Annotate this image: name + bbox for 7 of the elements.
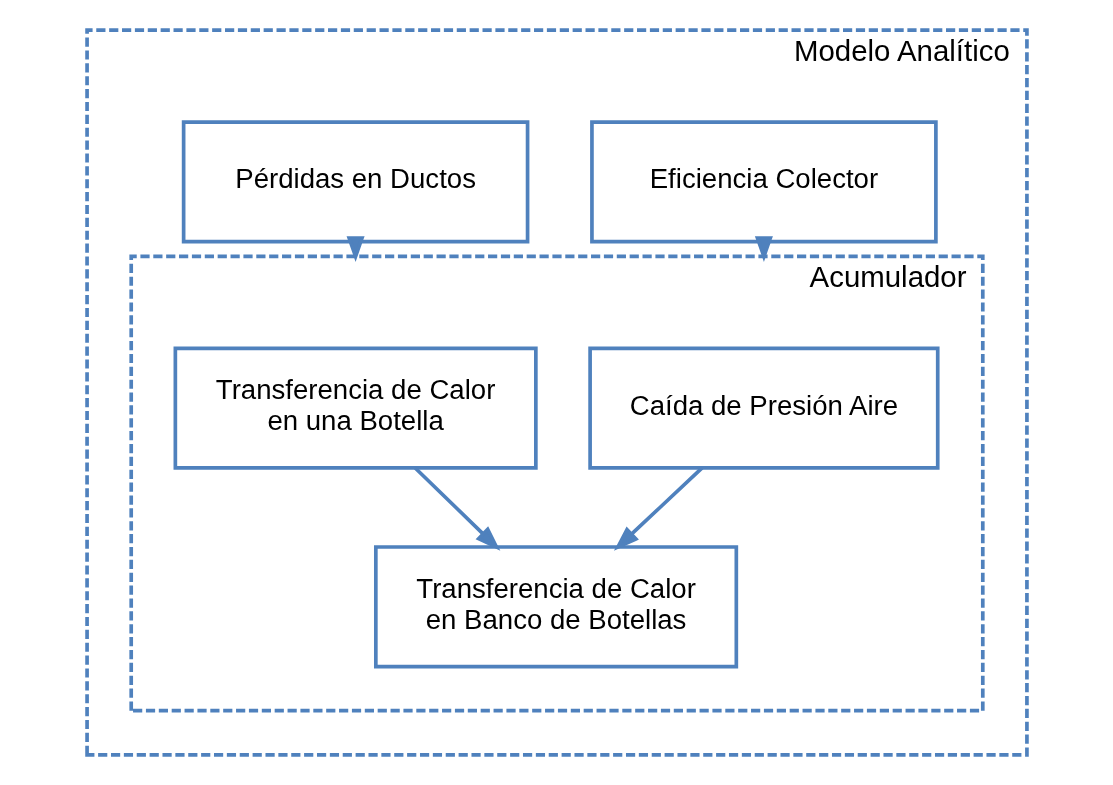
node-box: Transferencia de Calor en Banco de Botellas [373,545,738,669]
arrow [413,466,500,551]
node-box: Transferencia de Calor en una Botella [173,346,538,470]
node-box: Caída de Presión Aire [587,346,940,470]
arrow [754,236,773,262]
arrow [346,236,365,262]
arrow [613,466,703,551]
